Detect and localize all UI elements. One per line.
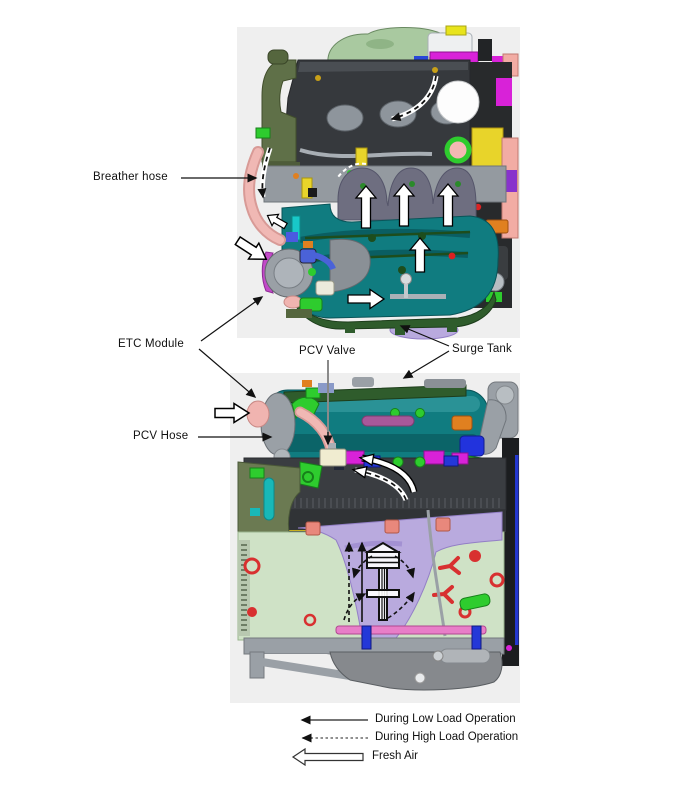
pcv-valve-shape <box>319 448 347 467</box>
callout-lines <box>181 173 450 446</box>
small-flow-arrow <box>266 213 288 230</box>
legend-label-high-load: During High Load Operation <box>375 731 519 743</box>
label-surge-tank: Surge Tank <box>452 343 512 355</box>
label-breather-hose: Breather hose <box>93 171 168 183</box>
piston-icon <box>364 541 402 621</box>
fresh-air-arrow-bottom <box>214 402 251 424</box>
legend-label-fresh-air: Fresh Air <box>372 750 419 762</box>
legend-label-low-load: During Low Load Operation <box>375 713 516 725</box>
flow-arrows-up <box>347 182 460 310</box>
high-load-flow-arrow <box>390 75 437 121</box>
etc-module-shape <box>261 241 336 318</box>
label-pcv-valve: PCV Valve <box>299 345 356 357</box>
engine-front-view-illustration <box>234 25 520 340</box>
pulley-hole <box>436 80 480 124</box>
high-load-flow-arrow-2 <box>351 465 407 501</box>
engine-side-view-illustration <box>214 373 520 703</box>
breather-hose-shape <box>245 148 284 244</box>
breather-flow-arrow <box>257 147 271 199</box>
fresh-air-arrow-top <box>234 235 268 261</box>
label-pcv-hose: PCV Hose <box>133 430 189 442</box>
label-etc-module: ETC Module <box>118 338 184 350</box>
legend-hollow-arrow <box>291 747 364 767</box>
legend-glyphs <box>291 715 368 767</box>
blowby-flow-arrows <box>343 541 415 622</box>
low-load-flow-arrow <box>358 453 417 493</box>
